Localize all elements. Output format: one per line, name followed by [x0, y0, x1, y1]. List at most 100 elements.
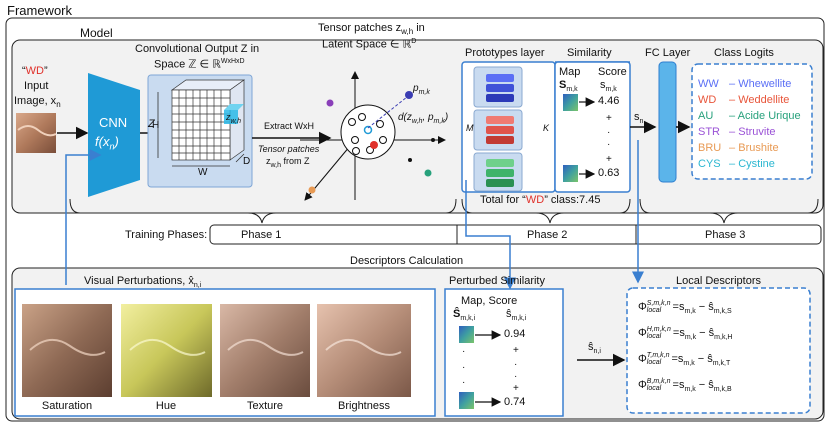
similarity-score-symbol: sm,k — [600, 79, 617, 94]
perturb-label-saturation: Saturation — [41, 400, 93, 412]
perturbed-score-symbol: ŝm,k,i — [506, 308, 527, 323]
fc-title: FC Layer — [645, 47, 691, 59]
phase1-brace — [69, 198, 457, 224]
perturbed-top-value: 0.94 — [504, 328, 526, 340]
latent-distance-label: d(zw,h, pm,k) — [398, 112, 449, 126]
conv-cell-highlight — [224, 110, 238, 124]
logit-item-str: STR – Struvite — [698, 126, 776, 138]
logit-item-au: AU – Acide Urique — [698, 110, 801, 122]
similarity-total: Total for “WD” class:7.45 — [480, 194, 601, 206]
similarity-col-score: Score — [598, 66, 627, 78]
conv-h-label: H — [152, 120, 160, 131]
similarity-title: Similarity — [567, 47, 612, 59]
logit-item-wd: WD – Weddellite — [698, 94, 790, 106]
sn-label: sn — [634, 111, 644, 126]
phase3-brace — [639, 198, 819, 224]
conv-title-line2: Space ℤ ∈ ℝWxHxD — [154, 58, 245, 71]
prototypes-m-label: M — [466, 123, 474, 133]
perturbed-map-symbol: Ŝm,k,i — [453, 308, 476, 323]
perturbed-dot-1: · — [462, 346, 466, 357]
extract-line3: zw,h from Z — [266, 156, 310, 169]
perturbed-dot-2: · — [462, 362, 466, 373]
similarity-plus-1: + — [606, 113, 612, 124]
similarity-col-map: Map — [559, 66, 581, 78]
logit-item-bru: BRU – Brushite — [698, 142, 779, 154]
similarity-map-symbol: Sm,k — [559, 79, 578, 94]
conv-d-label: D — [243, 156, 251, 167]
conv-w-label: W — [198, 167, 208, 178]
phase2-label: Phase 2 — [527, 229, 568, 241]
conv-grid — [170, 79, 246, 161]
perturbed-plus-1: + — [513, 345, 519, 356]
sn-hat-label: ŝn,i — [588, 341, 601, 356]
latent-p-label: pm,k — [413, 83, 430, 97]
input-label-line1: Input — [24, 80, 49, 92]
similarity-map-top — [563, 94, 578, 111]
input-label: “WD” — [22, 65, 48, 77]
prototype-blue — [486, 74, 514, 102]
perturbed-header: Map, Score — [461, 295, 518, 307]
input-image — [16, 113, 56, 153]
extract-line1: Extract WxH — [264, 121, 315, 131]
descriptors-title: Descriptors Calculation — [350, 255, 464, 267]
connector-proto-perturbed — [465, 180, 516, 290]
similarity-dot-1: · — [607, 127, 611, 138]
logit-item-cys: CYS – Cystine — [698, 158, 775, 170]
cnn-label: CNN — [99, 115, 128, 130]
local-title: Local Descriptors — [676, 275, 761, 287]
perturb-label-brightness: Brightness — [338, 400, 390, 412]
prototype-red — [486, 116, 514, 144]
phase2-brace — [461, 198, 631, 224]
training-phases-bar — [209, 224, 822, 245]
perturb-image-brightness — [317, 304, 411, 397]
framework-frame — [5, 17, 825, 422]
phase1-label: Phase 1 — [241, 229, 282, 241]
perturb-image-texture — [220, 304, 310, 397]
latent-title-line2: Latent Space ∈ ℝD — [322, 38, 417, 51]
cnn-block — [88, 73, 140, 197]
conv-title-line1: Convolutional Output Z in — [135, 43, 260, 55]
perturb-label-texture: Texture — [246, 400, 284, 412]
cnn-function: f(xn) — [95, 134, 119, 152]
latent-space-plot — [300, 71, 446, 201]
input-label-line2: Image, xn — [14, 95, 61, 110]
logit-item-ww: WW – Whewellite — [698, 78, 792, 90]
latent-title-line1: Tensor patches zw,h in — [318, 22, 425, 37]
perturbed-dot-5: · — [514, 371, 518, 382]
perturbed-plus-2: + — [513, 383, 519, 394]
similarity-plus-2: + — [606, 154, 612, 165]
perturbed-map-top — [459, 326, 474, 343]
conv-cell-label: zw,h — [226, 112, 242, 125]
training-label: Training Phases: — [125, 229, 208, 241]
extract-line2: Tensor patches — [258, 144, 320, 154]
perturbations-title: Visual Perturbations, x̂n,i — [84, 275, 202, 290]
logits-title: Class Logits — [714, 47, 774, 59]
similarity-bottom-value: 0.63 — [598, 167, 620, 179]
perturbed-dot-4: · — [514, 359, 518, 370]
perturbed-title: Perturbed Similarity — [449, 275, 545, 287]
class-logits-box — [691, 63, 813, 180]
z-arrow-label: Z — [148, 118, 155, 130]
prototypes-title: Prototypes layer — [465, 47, 545, 59]
perturbed-map-bottom — [459, 392, 474, 409]
perturb-image-hue — [121, 304, 212, 397]
perturb-image-saturation — [22, 304, 112, 397]
similarity-map-bottom — [563, 165, 578, 182]
local-descriptors-box — [626, 287, 811, 414]
similarity-dot-2: · — [607, 139, 611, 150]
framework-title: Framework — [7, 3, 73, 18]
prototypes-k-label: K — [543, 123, 550, 133]
fc-layer-bar — [658, 61, 677, 183]
perturbed-bottom-value: 0.74 — [504, 396, 526, 408]
perturb-label-hue: Hue — [155, 400, 177, 412]
connector-perturb-cnn — [65, 149, 102, 285]
prototype-green — [486, 159, 514, 187]
similarity-top-value: 4.46 — [598, 95, 620, 107]
phase3-label: Phase 3 — [705, 229, 746, 241]
